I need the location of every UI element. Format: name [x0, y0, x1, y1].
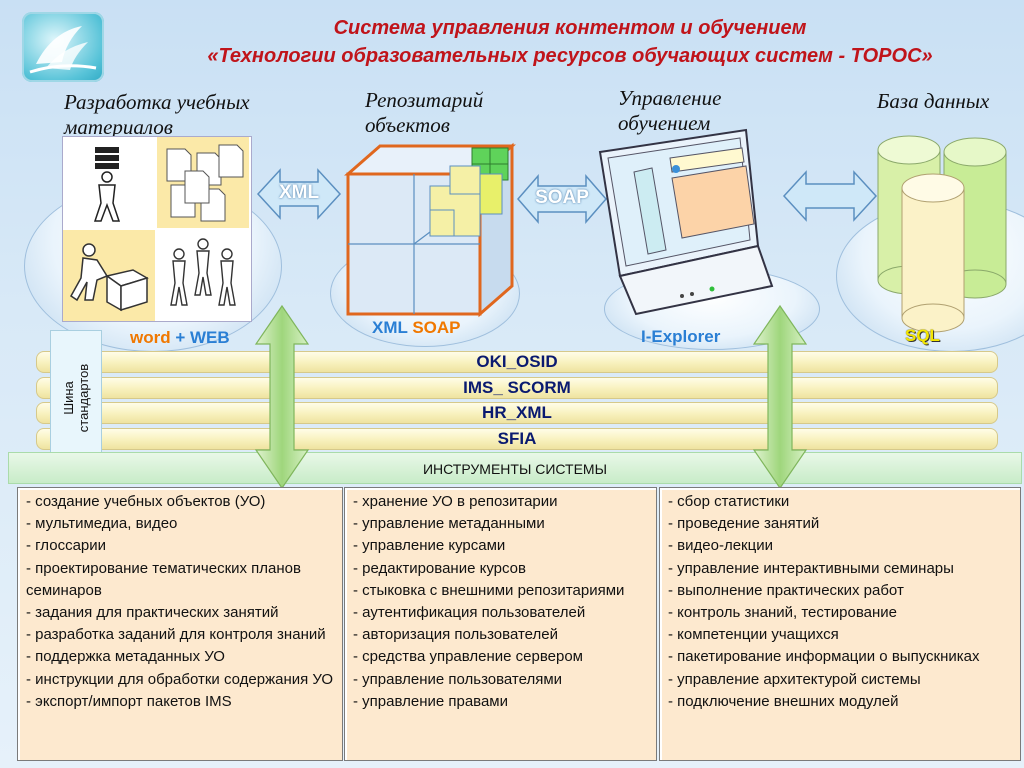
bus-label-line2: стандартов [76, 363, 91, 433]
sql-label: SQL [905, 326, 940, 345]
list-item: - глоссарии [26, 537, 107, 555]
vertical-arrow-right [752, 304, 808, 490]
page-title-line2: «Технологии образовательных ресурсов обу… [207, 45, 933, 67]
list-item: - управление метаданными [353, 515, 545, 533]
list-item: - выполнение практических работ [668, 581, 904, 599]
list-item: - видео-лекции [668, 537, 773, 555]
explorer-label: I-Explorer [641, 327, 721, 346]
xml-connector-label: XML [278, 182, 320, 203]
list-item: - хранение УО в репозитарии [353, 493, 558, 510]
list-item: - компетенции учащихся [668, 626, 839, 644]
dev-tech-label: word + WEB [130, 328, 230, 348]
word-label: word [130, 328, 171, 347]
list-item: - проведение занятий [668, 515, 820, 533]
list-item: - управление архитектурой системы [668, 670, 921, 688]
xml-connector: XML [256, 166, 342, 222]
double-arrow-icon [256, 168, 342, 220]
person-with-box-icon [63, 230, 155, 321]
list-item: - создание учебных объектов (УО) [26, 493, 266, 510]
list-item: - редактирование курсов [353, 559, 526, 577]
standard-band-hr: HR_XML [36, 402, 998, 424]
people-group-icon [157, 230, 249, 321]
list-item: - контроль знаний, тестирование [668, 604, 897, 622]
list-item: - авторизация пользователей [353, 626, 558, 644]
vertical-arrow-left [254, 304, 310, 490]
list-item: - пакетирование информации о выпускниках [668, 648, 980, 666]
list-item: - стыковка с внешними репозитариями [353, 581, 625, 599]
list-item: - инструкции для обработки содержания УО [26, 670, 334, 688]
list-item: - аутентификация пользователей [353, 604, 586, 622]
monitor-screen-icon [596, 126, 782, 318]
bus-label-line1: Шина [61, 381, 76, 415]
standard-band-ims: IMS_ SCORM [36, 377, 998, 399]
logo-icon [22, 12, 104, 82]
person-carrying-books-icon [63, 137, 155, 228]
web-label: WEB [189, 328, 230, 347]
list-item: - управление интерактивными семинары [668, 559, 954, 577]
dev-materials-grid [62, 136, 252, 322]
xml-tech-label: XML [372, 318, 408, 337]
double-arrow-icon [254, 304, 310, 490]
list-item: - управление правами [353, 692, 509, 710]
documents-stack-icon [157, 137, 249, 228]
soap-tech-label: SOAP [412, 318, 461, 337]
db-connector [782, 168, 878, 224]
repo-tech-label: XML SOAP [372, 318, 461, 338]
column-title-db: База данных [877, 89, 990, 113]
column-title-repo: Репозитарий объектов [365, 88, 484, 137]
list-item: - средства управление сервером [353, 648, 583, 666]
double-arrow-icon [782, 170, 878, 222]
list-item: - экспорт/импорт пакетов IMS [26, 692, 232, 710]
list-item: - подключение внешних модулей [668, 692, 899, 710]
database-cylinders-icon [874, 128, 1014, 336]
column-title-manage: Управление обучением [618, 86, 722, 135]
plus-label: + [170, 328, 190, 347]
soap-connector: SOAP [516, 172, 608, 226]
dev-tools-list: - создание учебных объектов (УО) - мульт… [17, 487, 343, 761]
cube-repository-icon [340, 140, 522, 320]
soap-connector-label: SOAP [535, 187, 589, 208]
page-title-line1: Система управления контентом и обучением [333, 17, 807, 39]
list-item: - сбор статистики [668, 493, 790, 510]
list-item: - задания для практических занятий [26, 604, 279, 622]
list-item: - мультимедиа, видео [26, 515, 178, 533]
manage-tools-list: - сбор статистики - проведение занятий -… [659, 487, 1021, 761]
double-arrow-icon [517, 173, 607, 225]
double-arrow-icon [752, 304, 808, 490]
repo-tools-list: - хранение УО в репозитарии - управление… [344, 487, 657, 761]
list-item: - управление пользователями [353, 670, 563, 688]
list-item: - поддержка метаданных УО [26, 648, 225, 666]
list-item: - управление курсами [353, 537, 506, 555]
standard-band-sfia: SFIA [36, 428, 998, 450]
list-item: - разработка заданий для контроля знаний [26, 626, 326, 644]
tools-bar: ИНСТРУМЕНТЫ СИСТЕМЫ [8, 452, 1022, 484]
column-title-dev: Разработка учебных материалов [64, 90, 250, 139]
list-item: - проектирование тематических планов сем… [26, 559, 301, 599]
standard-band-oki: OKI_OSID [36, 351, 998, 373]
